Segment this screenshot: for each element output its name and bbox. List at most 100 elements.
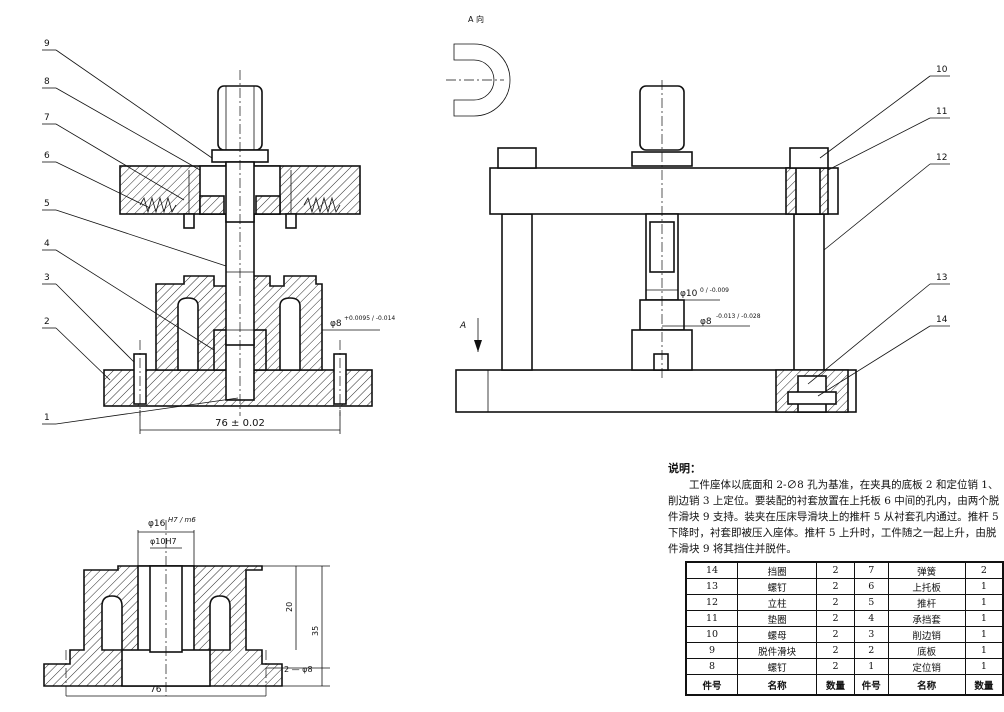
callout-3: 3 [44,273,50,283]
dim-part-fit: H7 / m6 [168,516,196,524]
dim-hole-diam: φ8 [330,319,342,329]
notes-title: 说明： [668,462,701,475]
bom-cell: 立柱 [737,594,818,611]
bom-cell: 数量 [964,674,1004,696]
callout-9: 9 [44,39,50,49]
bom-cell: 5 [853,594,889,611]
bom-cell: 1 [964,594,1004,611]
callout-1: 1 [44,413,50,423]
bom-cell: 2 [816,594,855,611]
dim-part-outer: φ16 [148,519,166,529]
callout-5: 5 [44,199,50,209]
view-symbol [453,43,511,117]
bom-cell: 1 [964,578,1004,595]
dim-part-inner: φ10H7 [150,537,177,546]
nut-left [497,147,537,169]
dim-pin-tol: -0.013 / -0.028 [716,313,761,320]
stripper-slide-right [255,195,281,215]
stripper-slide-left [199,195,225,215]
bom-cell: 推杆 [887,594,966,611]
spring-right [303,196,341,214]
nut-right [789,147,829,169]
bom-cell: 挡圈 [737,561,818,579]
bom-cell: 件号 [853,674,889,696]
bom-cell: 削边销 [887,626,966,643]
workpiece-cavity-right [279,297,301,371]
column-left [501,213,533,371]
bom-cell: 2 [964,561,1004,579]
bom-cell: 2 [816,561,855,579]
dim-front-width: 76 ± 0.02 [215,418,265,429]
bom-cell: 螺钉 [737,658,818,675]
bom-cell: 螺母 [737,626,818,643]
dim-height-35: 35 [311,626,320,636]
column-right [793,213,825,371]
screw-right [285,213,297,229]
front-section-view: 76 ± 0.02 φ8 +0.0095 / -0.014 [42,39,395,434]
dim-part-width: 76 [150,685,162,695]
bom-cell: 螺钉 [737,578,818,595]
notes-body: 工件座体以底面和 2-∅8 孔为基准，在夹具的底板 2 和定位销 1、削边销 3… [668,479,1000,555]
callout-7: 7 [44,113,50,123]
bom-cell: 弹簧 [887,561,966,579]
bom-cell: 12 [685,594,739,611]
dim-holes: 2 — φ8 [284,665,313,674]
bom-cell: 3 [853,626,889,643]
callout-2: 2 [44,317,50,327]
bom-cell: 8 [685,658,739,675]
bom-cell: 定位销 [887,658,966,675]
callout-12: 12 [936,153,947,163]
bom-cell: 7 [853,561,889,579]
bom-cell: 名称 [737,674,818,696]
bom-cell: 2 [816,626,855,643]
bom-cell: 4 [853,610,889,627]
spring-left [139,196,177,214]
callout-8: 8 [44,77,50,87]
callout-11: 11 [936,107,947,117]
callout-13: 13 [936,273,947,283]
bom-cell: 2 [816,658,855,675]
dim-height-20: 20 [285,602,294,612]
dim-hole-tol: +0.0095 / -0.014 [344,315,395,322]
bom-header-row: 件号名称数量件号名称数量 [685,674,1004,696]
arrow-label: A [459,321,466,331]
notes-block: 说明： 工件座体以底面和 2-∅8 孔为基准，在夹具的底板 2 和定位销 1、削… [668,461,1004,557]
bom-cell: 名称 [887,674,966,696]
bom-cell: 13 [685,578,739,595]
callout-4: 4 [44,239,50,249]
bom-cell: 脱件滑块 [737,642,818,659]
bom-cell: 10 [685,626,739,643]
callout-14: 14 [936,315,948,325]
bom-cell: 1 [964,658,1004,675]
callout-6: 6 [44,151,50,161]
bom-cell: 11 [685,610,739,627]
bom-cell: 6 [853,578,889,595]
bom-cell: 1 [853,658,889,675]
side-view: A 向 A [446,14,950,413]
bom-cell: 数量 [816,674,855,696]
bom-cell: 件号 [685,674,739,696]
bom-cell: 2 [816,578,855,595]
bom-cell: 1 [964,642,1004,659]
bom-cell: 上托板 [887,578,966,595]
bom-cell: 底板 [887,642,966,659]
bom-cell: 垫圈 [737,610,818,627]
bom-cell: 2 [816,642,855,659]
bom-cell: 14 [685,561,739,579]
dim-rod-diam: φ10 [680,289,698,299]
bom-cell: 2 [853,642,889,659]
screw-left [183,213,195,229]
dim-pin-diam: φ8 [700,317,712,327]
callout-10: 10 [936,65,948,75]
dim-rod-tol: 0 / -0.009 [700,287,729,294]
side-upper-plate [489,167,839,215]
bom-cell: 9 [685,642,739,659]
part-drawing: φ16 H7 / m6 φ10H7 20 35 76 2 — φ8 [43,516,330,697]
